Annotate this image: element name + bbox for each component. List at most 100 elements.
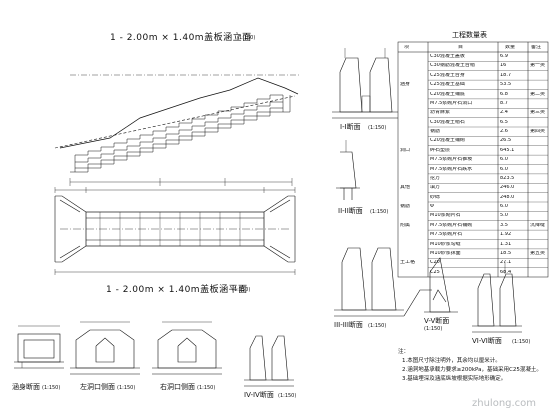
table-cell: M7.5浆砌片石洞口: [430, 100, 473, 106]
table-cell: 填方: [430, 185, 441, 191]
table-cell: 土工格: [400, 260, 416, 266]
table-cell: 6.0: [500, 157, 508, 163]
table-cell: 其他: [400, 185, 411, 191]
table-cell: C30钢筋混凝土台帽: [430, 63, 475, 69]
notes-heading: 注：: [398, 349, 410, 355]
table-cell: 16: [500, 63, 507, 69]
table-cell: 钢筋: [430, 129, 441, 134]
section-6-6-drawing: [472, 262, 522, 333]
watermark: zhulong.com: [472, 398, 537, 409]
table-cell: 第四类: [530, 129, 546, 134]
note-line: 2.涵洞地基承载力要求≥200kPa，基础采用C25混凝土。: [402, 367, 542, 373]
outlet-left-drawing: [70, 321, 140, 375]
table-cell: C20混凝土铺砌: [430, 138, 465, 144]
table-cell: M10浆砌片石: [430, 213, 461, 219]
table-cell: 26.5: [500, 138, 512, 144]
table-cell: 2.4: [500, 110, 508, 116]
outlet-right-title: 右洞口侧面: [160, 383, 195, 391]
section-6-6-title: VI-VI断面: [472, 337, 502, 345]
section-5-5-title: V-V断面: [424, 317, 450, 325]
table-cell: 6.0: [500, 166, 508, 172]
table-cell: 27.1: [500, 260, 512, 266]
table-cell: 645.1: [500, 147, 515, 153]
outlet-left-scale: (1:150): [117, 385, 136, 391]
table-cell: 1.92: [500, 232, 512, 238]
elevation-scale: (1:150): [237, 35, 256, 41]
table-cell: C25混凝土基础: [430, 82, 465, 88]
table-cell: 第三类: [530, 110, 546, 116]
table-header: 数量: [505, 45, 516, 50]
table-cell: 823.5: [500, 175, 515, 181]
section-6-6-scale: (1:150): [512, 339, 531, 345]
table-cell: M10砂浆勾缝: [430, 241, 461, 247]
table-cell: M7.5浆砌片石锥坡: [430, 157, 473, 163]
inlet-section-drawing: [14, 325, 64, 369]
note-line: 3.基础埋深及涵底纵坡根据实际地形确定。: [402, 376, 507, 382]
table-cell: M7.5浆砌片石跌水: [430, 166, 473, 172]
table-cell: 3.5: [500, 222, 508, 228]
table-cell: C20: [430, 260, 440, 266]
table-cell: 涵身: [400, 82, 411, 88]
table-cell: 8.7: [500, 100, 508, 106]
table-cell: 246.0: [500, 185, 515, 191]
inlet-section-title: 涵身断面: [12, 383, 40, 391]
table-cell: 附属: [400, 222, 411, 228]
quantity-table-grid: [397, 41, 549, 278]
section-5-5-scale: (1:150): [424, 326, 443, 332]
table-cell: 6.8: [500, 91, 508, 97]
table-cell: 第一类: [530, 63, 546, 69]
table-cell: M7.5浆砌片石铺砌: [430, 222, 473, 228]
table-header: 目: [458, 45, 464, 50]
table-cell: C25混凝土台身: [430, 72, 465, 78]
stepped-culvert: [70, 94, 291, 173]
table-cell: 1.31: [500, 241, 512, 247]
section-3-3-scale: (1:150): [368, 323, 387, 329]
section-2-2-scale: (1:150): [370, 209, 389, 215]
outlet-right-scale: (1:150): [197, 385, 216, 391]
table-header: 项: [404, 45, 410, 50]
section-4-4-title: IV-IV断面: [244, 391, 274, 399]
section-5-5-drawing: [424, 257, 458, 313]
table-cell: 2.6: [500, 129, 508, 134]
table-cell: 碎石垫层: [430, 147, 451, 153]
table-cell: 沥青麻絮: [430, 110, 451, 116]
table-cell: 第二类: [530, 91, 546, 97]
section-1-1-drawing: [332, 48, 398, 119]
table-cell: C25: [430, 269, 440, 275]
table-cell: 18.5: [500, 250, 512, 256]
table-cell: 18.7: [500, 72, 512, 78]
table-cell: 沉降缝: [530, 222, 546, 228]
table-cell: C30混凝土帽石: [430, 119, 465, 125]
table-cell: 洞口: [400, 147, 411, 153]
section-2-2-title: II-II断面: [338, 207, 363, 215]
table-cell: Φ: [430, 204, 434, 209]
table-cell: 砂砾: [430, 194, 441, 200]
table-cell: 6.0: [500, 204, 508, 209]
section-1-1-title: I-I断面: [340, 123, 361, 131]
table-cell: 248.0: [500, 194, 515, 200]
table-header: 备注: [531, 45, 542, 50]
elevation-title: 1 - 2.00m × 1.40m盖板涵立面: [110, 33, 252, 43]
plan-view: [54, 187, 296, 275]
section-1-1-scale: (1:150): [368, 125, 387, 131]
table-cell: 钢筋: [400, 204, 411, 209]
section-2-2-drawing: [336, 140, 360, 200]
section-3-3-title: III-III断面: [334, 321, 363, 329]
plan-scale: (1:150): [232, 287, 251, 293]
table-cell: 6.9: [500, 54, 508, 59]
table-cell: C20混凝土铺底: [430, 91, 465, 97]
section-4-4-drawing: [244, 335, 294, 387]
inlet-section-scale: (1:150): [42, 385, 61, 391]
table-cell: M10砂浆抹面: [430, 250, 461, 256]
table-title: 工程数量表: [452, 31, 487, 39]
table-cell: 挖方: [430, 175, 441, 181]
note-line: 1.本图尺寸除注明外，其余均以厘米计。: [402, 358, 501, 364]
table-cell: 5.0: [500, 213, 508, 219]
table-cell: C30混凝土盖板: [430, 54, 465, 59]
table-cell: 6.5: [500, 119, 508, 125]
section-4-4-scale: (1:150): [278, 393, 297, 399]
elevation-view: [54, 74, 300, 186]
outlet-right-drawing: [152, 321, 222, 375]
